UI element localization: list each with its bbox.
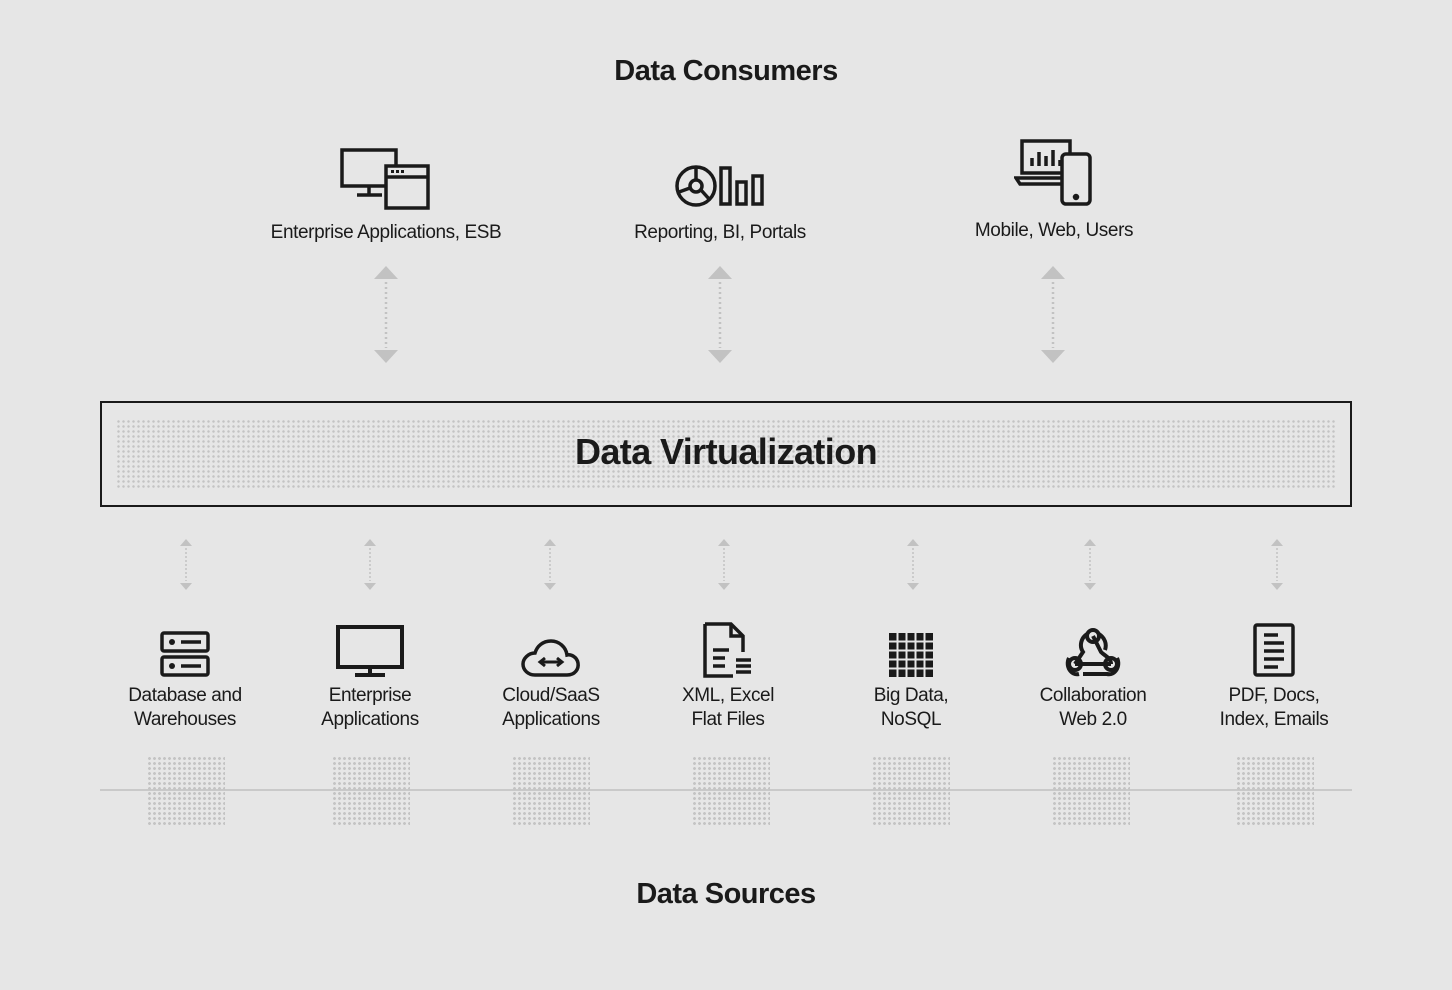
data-sources-title: Data Sources bbox=[636, 878, 816, 910]
source-label: Big Data, NoSQL bbox=[821, 684, 1001, 732]
document-icon bbox=[1253, 623, 1295, 677]
source-label-line: Web 2.0 bbox=[1059, 709, 1127, 730]
dot-pattern bbox=[147, 756, 225, 826]
double-arrow-icon bbox=[374, 266, 398, 363]
source-label-line: NoSQL bbox=[880, 709, 942, 730]
data-virtualization-title: Data Virtualization bbox=[574, 431, 878, 472]
dot-pattern bbox=[332, 756, 410, 826]
double-arrow-icon bbox=[180, 539, 192, 590]
chart-report-icon bbox=[675, 165, 764, 207]
source-arrows bbox=[180, 539, 1283, 590]
source-label-line: Collaboration bbox=[1039, 685, 1147, 706]
consumer-arrows bbox=[374, 266, 1065, 363]
grid-icon bbox=[889, 633, 933, 677]
source-label-line: XML, Excel bbox=[681, 685, 775, 706]
source-label-line: Applications bbox=[502, 709, 600, 730]
dot-pattern bbox=[116, 419, 1336, 489]
source-label-line: PDF, Docs, bbox=[1228, 685, 1320, 706]
consumer-mobile-web: Mobile, Web, Users bbox=[904, 136, 1204, 242]
double-arrow-icon bbox=[907, 539, 919, 590]
source-label: PDF, Docs, Index, Emails bbox=[1184, 684, 1364, 732]
source-label-line: Big Data, bbox=[873, 685, 949, 706]
source-label-line: Cloud/SaaS bbox=[502, 685, 600, 706]
laptop-mobile-icon bbox=[1014, 139, 1092, 206]
server-icon bbox=[160, 631, 210, 677]
monitor-icon bbox=[336, 625, 404, 677]
file-icon bbox=[703, 622, 751, 678]
source-label-line: Flat Files bbox=[691, 709, 765, 730]
data-virtualization-layer: Data Virtualization bbox=[100, 401, 1352, 507]
double-arrow-icon bbox=[544, 539, 556, 590]
double-arrow-icon bbox=[708, 266, 732, 363]
source-big-data: Big Data, NoSQL bbox=[821, 620, 1001, 732]
cloud-icon bbox=[521, 639, 580, 677]
consumer-reporting: Reporting, BI, Portals bbox=[570, 138, 870, 244]
source-label-line: Database and bbox=[128, 685, 242, 706]
source-label-line: Index, Emails bbox=[1219, 709, 1329, 730]
webhook-icon bbox=[1065, 628, 1121, 677]
double-arrow-icon bbox=[718, 539, 730, 590]
dot-pattern bbox=[872, 756, 950, 826]
dot-pattern bbox=[1052, 756, 1130, 826]
desktop-window-icon bbox=[340, 148, 430, 210]
consumer-label: Mobile, Web, Users bbox=[974, 220, 1134, 241]
source-label-line: Applications bbox=[321, 709, 419, 730]
source-pdf-docs: PDF, Docs, Index, Emails bbox=[1184, 620, 1364, 732]
consumer-enterprise-applications: Enterprise Applications, ESB bbox=[236, 138, 536, 244]
data-consumers-title: Data Consumers bbox=[614, 55, 838, 87]
dot-pattern bbox=[1236, 756, 1314, 826]
dot-pattern bbox=[512, 756, 590, 826]
dot-pattern bbox=[692, 756, 770, 826]
double-arrow-icon bbox=[1271, 539, 1283, 590]
source-cloud-saas: Cloud/SaaS Applications bbox=[461, 620, 641, 732]
source-label-line: Enterprise bbox=[328, 685, 412, 706]
double-arrow-icon bbox=[1041, 266, 1065, 363]
consumer-label: Reporting, BI, Portals bbox=[634, 222, 806, 243]
source-label-line: Warehouses bbox=[134, 709, 236, 730]
consumer-label: Enterprise Applications, ESB bbox=[270, 222, 502, 243]
double-arrow-icon bbox=[364, 539, 376, 590]
double-arrow-icon bbox=[1084, 539, 1096, 590]
source-label: Cloud/SaaS Applications bbox=[461, 684, 641, 732]
